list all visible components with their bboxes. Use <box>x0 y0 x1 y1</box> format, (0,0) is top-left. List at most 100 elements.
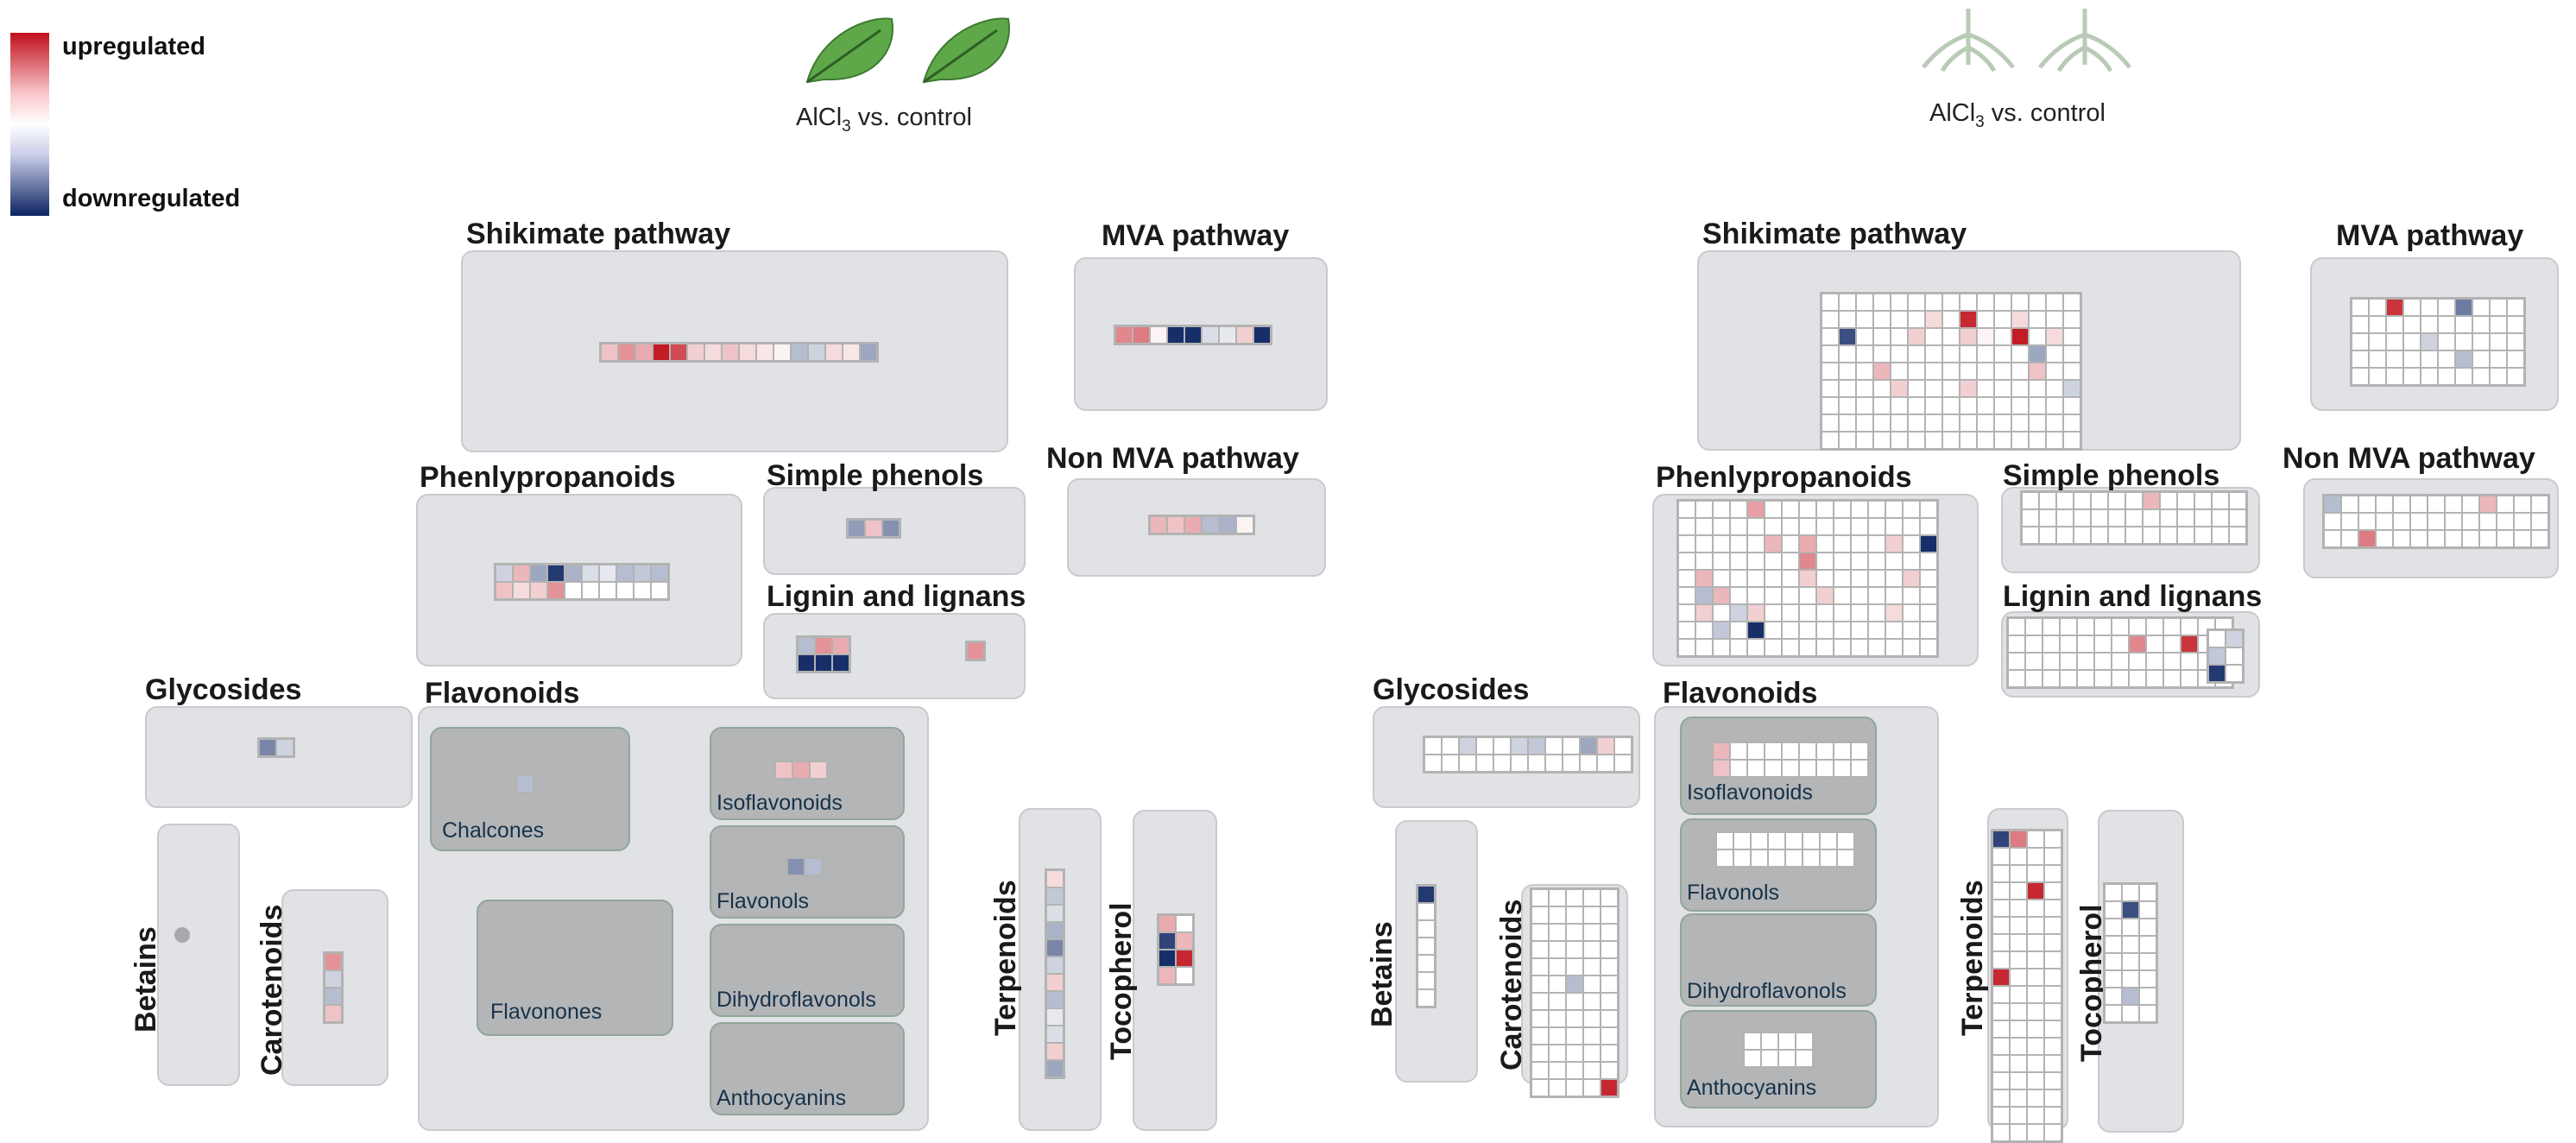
heatmap-cell <box>1821 850 1836 866</box>
heatmap-cell <box>1550 1080 1565 1096</box>
heatmap-cell <box>1731 571 1746 586</box>
heatmap-cell <box>2057 493 2073 508</box>
heatmap-cell <box>2045 1108 2061 1123</box>
heatmap-cell <box>2064 398 2080 414</box>
heatmap-cell <box>2012 415 2028 431</box>
heatmap-cell <box>1546 738 1562 754</box>
heatmap-cell <box>1909 415 1924 431</box>
heatmap-cell <box>652 565 667 581</box>
heatmap-cell <box>1177 950 1192 966</box>
legend-down-label: downregulated <box>62 185 241 212</box>
heatmap-cell <box>1926 294 1941 310</box>
heatmap-cell <box>2023 510 2038 526</box>
heatmap-cell <box>2045 866 2061 881</box>
heatmap-cell <box>2226 631 2242 647</box>
heatmap-cell <box>1567 925 1582 940</box>
heatmap-cell <box>1532 1080 1548 1096</box>
heatmap-cell <box>2359 514 2375 529</box>
heatmap-cell <box>2112 654 2128 669</box>
heatmap-cell <box>617 565 633 581</box>
heatmap-cell <box>2515 531 2530 546</box>
heatmap-cell <box>2126 510 2142 526</box>
heatmap-cell <box>1584 925 1600 940</box>
heatmap-cell <box>1567 1045 1582 1061</box>
heatmap-cell <box>1047 1044 1063 1059</box>
heatmap-cell <box>1904 605 1919 621</box>
heatmap-cell <box>1943 329 1959 344</box>
heatmap-cell <box>2213 527 2228 543</box>
heatmap-cell <box>1584 994 1600 1009</box>
heatmap-cell <box>1834 588 1850 603</box>
heatmap-cell <box>531 583 546 598</box>
heatmap-cell <box>1909 294 1924 310</box>
heatmap-cell <box>1567 890 1582 906</box>
heatmap-cell <box>2045 900 2061 916</box>
heatmap-cell <box>1904 536 1919 552</box>
heatmap-cell <box>1869 502 1885 517</box>
heatmap-cell <box>788 859 804 875</box>
heatmap-cell <box>2352 300 2368 315</box>
leaf-condition-label: AlCl3 vs. control <box>796 104 972 136</box>
heatmap-cell <box>2045 1090 2061 1106</box>
heatmap-cell <box>2012 329 2028 344</box>
heatmap-cell <box>2092 510 2107 526</box>
heatmap-cell <box>1995 415 2011 431</box>
heatmap-cell <box>1817 605 1833 621</box>
root-condition-label: AlCl3 vs. control <box>1929 99 2106 131</box>
heatmap-cell <box>1584 976 1600 992</box>
heatmap-cell <box>1993 1090 2009 1106</box>
heatmap-cell <box>1563 738 1579 754</box>
heatmap-cell <box>1857 346 1872 362</box>
heatmap-cell <box>565 565 581 581</box>
heatmap-cell <box>1822 433 1838 448</box>
heatmap-cell <box>2421 317 2437 332</box>
heatmap-cell <box>2342 514 2358 529</box>
heatmap-cell <box>1159 933 1175 949</box>
heatmap-cell <box>2404 334 2420 350</box>
heatmap-cell <box>1886 502 1902 517</box>
heatmap-cell <box>2123 954 2138 969</box>
heatmap-cell <box>1869 519 1885 534</box>
heatmap-cell <box>600 583 616 598</box>
heatmap-cell <box>1765 605 1781 621</box>
heatmap-cell <box>2147 636 2162 652</box>
heatmap-cell <box>1904 571 1919 586</box>
heatmap-cell <box>1769 833 1784 849</box>
heatmap-cell <box>2473 334 2489 350</box>
heatmap-cell <box>1817 553 1833 569</box>
heatmap-cell <box>2028 900 2043 916</box>
heatmap-cell <box>2370 317 2385 332</box>
heatmap-cell <box>1852 553 1867 569</box>
heatmap-cell <box>1834 761 1850 776</box>
heatmap-cell <box>2106 919 2121 935</box>
heatmap-cell <box>1852 502 1867 517</box>
heatmap-cell <box>1869 536 1885 552</box>
mva-title-root: MVA pathway <box>2336 219 2524 252</box>
heatmap-cell <box>635 583 650 598</box>
heatmap-cell <box>1477 738 1493 754</box>
heatmap-cell <box>2195 527 2211 543</box>
heatmap-cell <box>1601 959 1617 975</box>
heatmap-cell <box>2377 514 2392 529</box>
legend-up-label: upregulated <box>62 33 205 60</box>
heatmap-cell <box>1601 907 1617 923</box>
heatmap-cell <box>1783 519 1798 534</box>
heatmap-cell <box>2045 1039 2061 1054</box>
heatmap-cell <box>2456 334 2472 350</box>
heatmap-cell <box>1159 968 1175 983</box>
heatmap-cell <box>1874 294 1890 310</box>
heatmap-cell <box>1800 640 1815 655</box>
heatmap-cell <box>2421 369 2437 384</box>
heatmap-cell <box>2112 619 2128 635</box>
heatmap-cell <box>1731 536 1746 552</box>
heatmap-cell <box>2047 363 2062 379</box>
heatmap-cell <box>1047 992 1063 1007</box>
heatmap-cell <box>1800 553 1815 569</box>
heatmap-cell <box>1550 890 1565 906</box>
heatmap-cell <box>2126 493 2142 508</box>
heatmap-cell <box>2178 527 2194 543</box>
heatmap-cell <box>1679 536 1695 552</box>
heatmap-cell <box>2147 654 2162 669</box>
heatmap-cell <box>1731 553 1746 569</box>
heatmap-cell <box>2047 398 2062 414</box>
